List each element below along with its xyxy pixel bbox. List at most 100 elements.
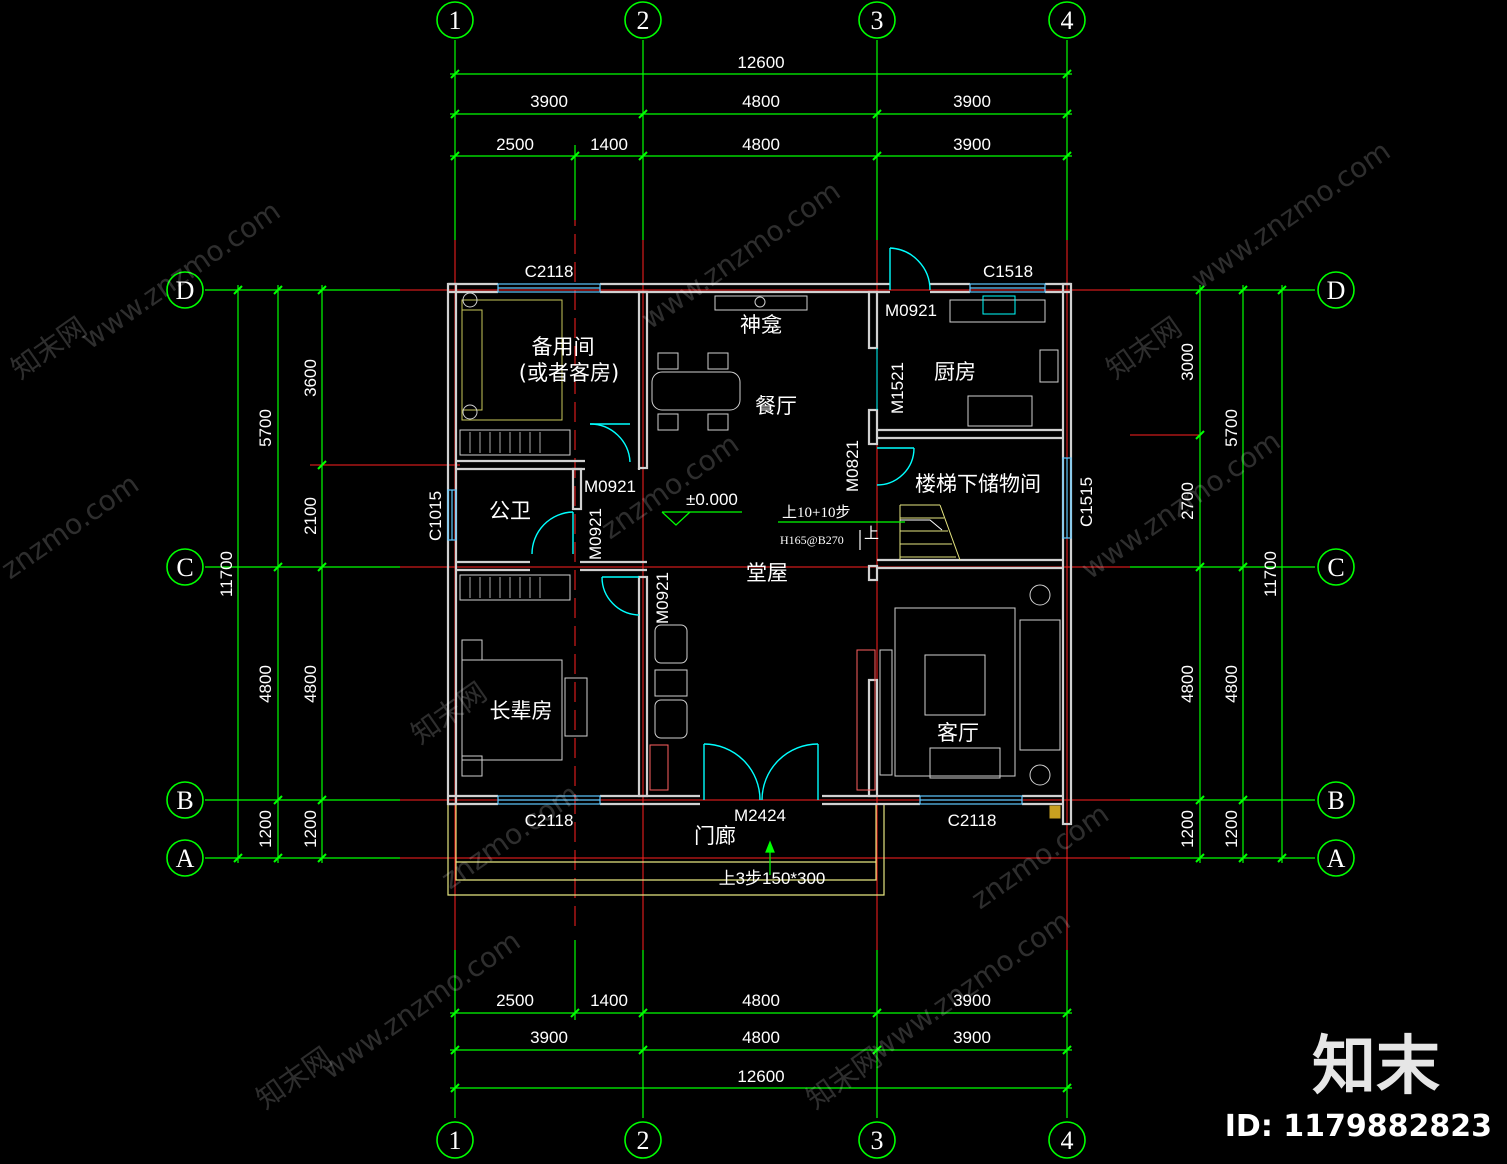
dim-right-outer-1: 5700	[1222, 409, 1241, 447]
dim-bottom-mid-2: 4800	[742, 1028, 780, 1047]
axis-label-c-right: C	[1327, 553, 1344, 582]
watermark-text: znzmo.com	[435, 777, 585, 896]
elevation-label: ±0.000	[686, 490, 738, 509]
stair-steps-label: 上10+10步	[782, 504, 850, 521]
label-m1521: M1521	[888, 362, 907, 414]
dim-left-outer-3: 4800	[256, 665, 275, 703]
room-spare: 备用间	[532, 335, 595, 359]
dim-left-inner-3: 4800	[301, 665, 320, 703]
label-m0921-hall: M0921	[584, 477, 636, 496]
room-porch: 门廊	[694, 824, 736, 848]
label-m0821: M0821	[843, 440, 862, 492]
axis-label-b-right: B	[1327, 786, 1344, 815]
label-c2118-bottom-right: C2118	[948, 811, 997, 830]
dim-top-detail-1: 2500	[496, 135, 534, 154]
label-m0921-kitchen: M0921	[885, 301, 937, 320]
room-hall: 堂屋	[746, 561, 788, 585]
label-m2424: M2424	[734, 806, 786, 825]
dim-left-inner-1: 3600	[301, 359, 320, 397]
axis-label-3-bottom: 3	[871, 1126, 884, 1155]
axis-label-4-bottom: 4	[1061, 1126, 1074, 1155]
dim-bottom-mid-3: 3900	[953, 1028, 991, 1047]
axis-label-2-top: 2	[637, 6, 650, 35]
furniture	[459, 292, 1061, 819]
dim-left-outer-1: 5700	[256, 409, 275, 447]
dim-top-total: 12600	[737, 53, 784, 72]
label-c1515: C1515	[1077, 477, 1096, 527]
watermark-text: www.znzmo.com	[1185, 134, 1396, 296]
dim-right-inner-1: 3000	[1178, 343, 1197, 381]
dimension-lines	[205, 40, 1315, 1118]
label-c1015: C1015	[426, 491, 445, 541]
watermark-text: www.znzmo.com	[635, 174, 846, 336]
label-m0921-wc: M0921	[586, 508, 605, 560]
axis-label-2-bottom: 2	[637, 1126, 650, 1155]
watermark-cn: 知末网	[1100, 311, 1188, 386]
windows	[447, 283, 1072, 805]
dim-left-outer-2: 11700	[217, 551, 236, 597]
watermark-text: www.znzmo.com	[75, 194, 286, 356]
axis-bubbles	[166, 1, 1355, 1159]
label-c2118-bottom-left: C2118	[525, 811, 574, 830]
label-m0921-elder: M0921	[653, 572, 672, 624]
axis-label-3-top: 3	[871, 6, 884, 35]
label-c2118-top: C2118	[525, 262, 574, 281]
dim-right-inner-2: 2700	[1178, 482, 1197, 520]
room-wc: 公卫	[489, 499, 531, 523]
axis-label-4-top: 4	[1061, 6, 1074, 35]
watermarks: www.znzmo.com znzmo.com www.znzmo.com zn…	[0, 134, 1396, 1116]
room-stair-storage: 楼梯下储物间	[915, 472, 1041, 496]
porch-steps-label: 上3步150*300	[719, 869, 826, 888]
axis-label-d-left: D	[176, 276, 195, 305]
dim-top-mid-3: 3900	[953, 92, 991, 111]
dim-bottom-detail-2: 1400	[590, 991, 628, 1010]
dim-bottom-total: 12600	[737, 1067, 784, 1086]
dim-bottom-mid-1: 3900	[530, 1028, 568, 1047]
dim-top-detail-4: 3900	[953, 135, 991, 154]
image-id: ID: 1179882823	[1225, 1109, 1492, 1144]
axis-label-a-left: A	[176, 844, 195, 873]
dim-left-inner-4: 1200	[301, 810, 320, 848]
room-spare-note: (或者客房)	[519, 361, 619, 385]
dim-right-outer-4: 1200	[1222, 810, 1241, 848]
room-kitchen: 厨房	[934, 360, 976, 384]
room-dining: 餐厅	[755, 394, 797, 418]
axis-label-b-left: B	[176, 786, 193, 815]
doors	[531, 247, 931, 801]
axis-label-d-right: D	[1327, 276, 1346, 305]
stair-up-label: 上	[864, 525, 879, 542]
dim-right-outer-3: 4800	[1222, 665, 1241, 703]
brand-logo: 知末	[1312, 1030, 1440, 1104]
room-elder: 长辈房	[490, 699, 553, 723]
watermark-text: znzmo.com	[0, 467, 145, 586]
dim-top-detail-3: 4800	[742, 135, 780, 154]
dim-top-mid-1: 3900	[530, 92, 568, 111]
dim-bottom-detail-4: 3900	[953, 991, 991, 1010]
axis-label-c-left: C	[176, 553, 193, 582]
room-shrine: 神龛	[740, 313, 782, 337]
dim-left-outer-4: 1200	[256, 810, 275, 848]
axis-label-1-top: 1	[449, 6, 462, 35]
dim-top-mid-2: 4800	[742, 92, 780, 111]
dim-left-inner-2: 2100	[301, 497, 320, 535]
dim-top-detail-2: 1400	[590, 135, 628, 154]
watermark-text: www.znzmo.com	[315, 924, 526, 1086]
room-living: 客厅	[937, 721, 979, 745]
label-c1518: C1518	[983, 262, 1033, 281]
dim-right-inner-3: 4800	[1178, 665, 1197, 703]
axis-label-a-right: A	[1327, 844, 1346, 873]
watermark-cn: 知末网	[250, 1041, 338, 1116]
watermark-cn: 知末网	[800, 1041, 888, 1116]
walls	[446, 282, 1073, 826]
dim-right-outer-2: 11700	[1261, 551, 1280, 597]
stair-size-label: H165@B270	[780, 533, 844, 547]
dim-bottom-detail-1: 2500	[496, 991, 534, 1010]
axis-label-1-bottom: 1	[449, 1126, 462, 1155]
elevation-mark	[661, 511, 905, 550]
dim-right-inner-4: 1200	[1178, 810, 1197, 848]
porch-outline	[447, 805, 885, 896]
dim-bottom-detail-3: 4800	[742, 991, 780, 1010]
watermark-cn: 知末网	[5, 311, 93, 386]
watermark-text: www.znzmo.com	[1075, 424, 1286, 586]
